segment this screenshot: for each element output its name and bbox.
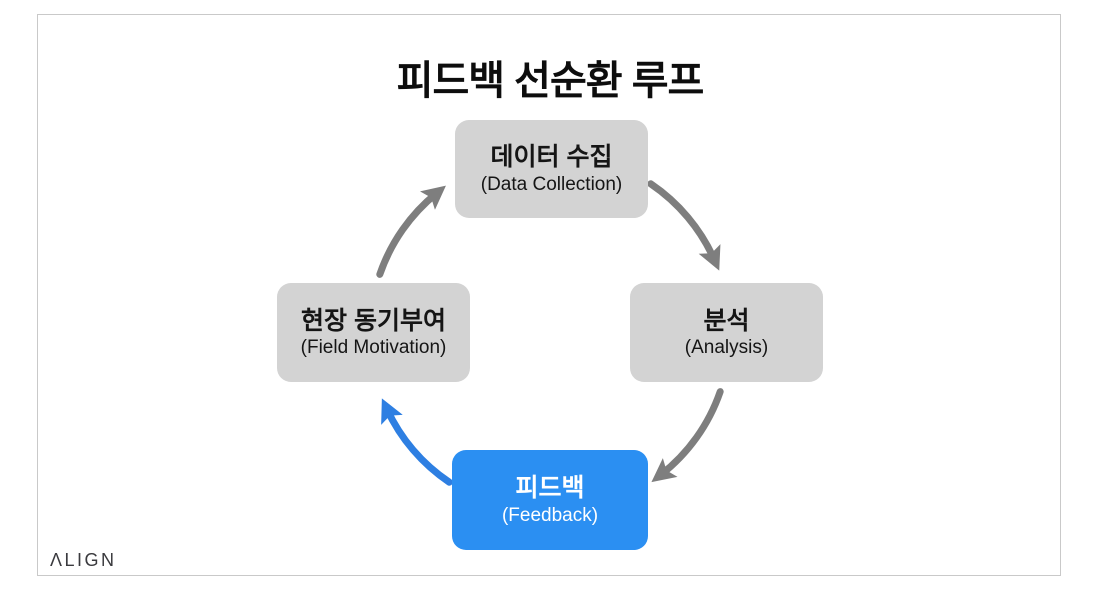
node-analysis-label-en: (Analysis) xyxy=(684,337,769,359)
node-data-collection-label-ko: 데이터 수집 xyxy=(490,143,613,172)
node-data-collection: 데이터 수집 (Data Collection) xyxy=(455,120,648,218)
node-feedback-label-en: (Feedback) xyxy=(501,504,599,526)
page-title: 피드백 선순환 루프 xyxy=(396,59,705,103)
node-field-motivation: 현장 동기부여 (Field Motivation) xyxy=(277,283,470,382)
node-data-collection-label-en: (Data Collection) xyxy=(480,173,623,195)
align-logo: ΛLIGN xyxy=(50,550,117,570)
node-field-motivation-label-ko: 현장 동기부여 xyxy=(301,306,446,335)
node-field-motivation-label-en: (Field Motivation) xyxy=(300,337,447,359)
node-feedback: 피드백 (Feedback) xyxy=(452,450,648,550)
node-feedback-label-ko: 피드백 xyxy=(515,474,585,503)
node-analysis-label-ko: 분석 xyxy=(703,306,750,335)
node-analysis: 분석 (Analysis) xyxy=(630,283,823,382)
